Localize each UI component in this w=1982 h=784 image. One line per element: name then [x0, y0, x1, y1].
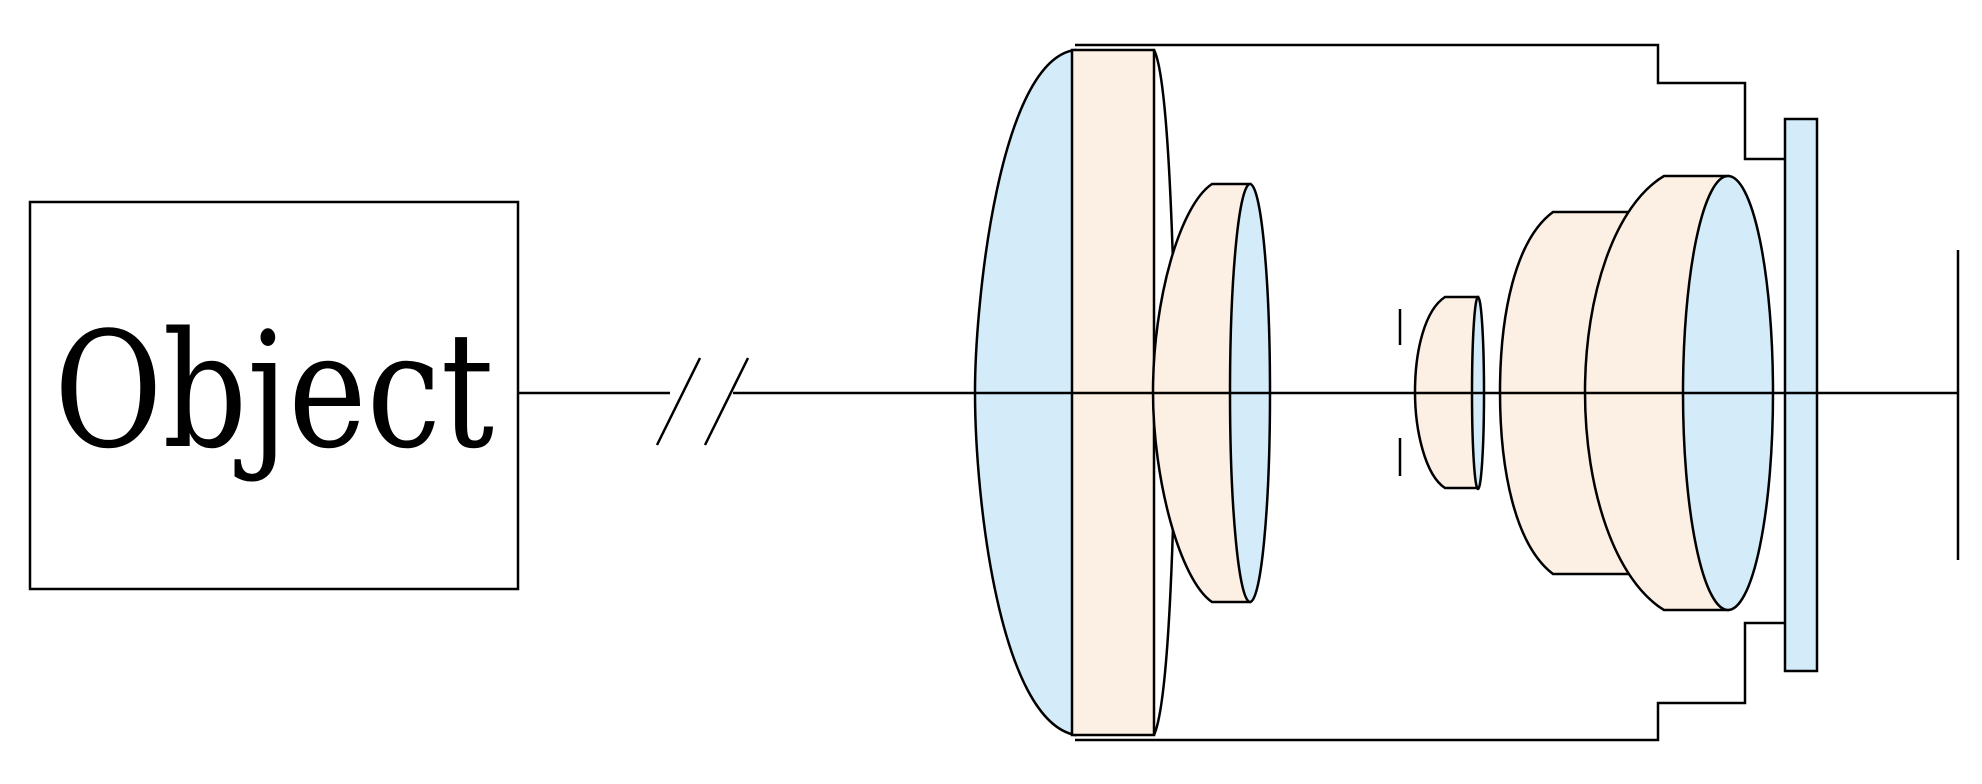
- axis-break-marks: [655, 357, 750, 446]
- object-box-frame: [28, 200, 520, 591]
- lens-barrel: [1075, 43, 1785, 742]
- object-label: Object: [54, 297, 494, 484]
- object-box: Object: [28, 200, 520, 591]
- axis-break-mark-1: [655, 357, 702, 446]
- axis-break-mark-2: [703, 357, 750, 446]
- cover-glass: [1783, 117, 1819, 673]
